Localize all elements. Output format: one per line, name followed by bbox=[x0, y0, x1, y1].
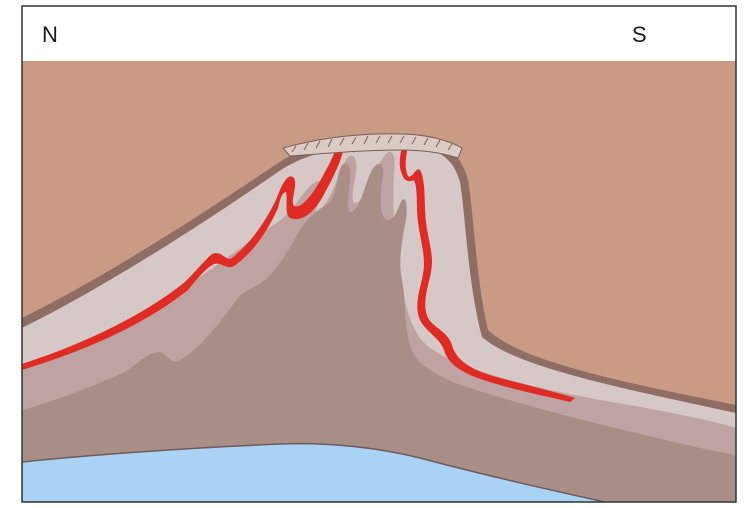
north-label: N bbox=[42, 22, 58, 47]
south-label: S bbox=[632, 22, 647, 47]
header-strip bbox=[22, 6, 736, 61]
